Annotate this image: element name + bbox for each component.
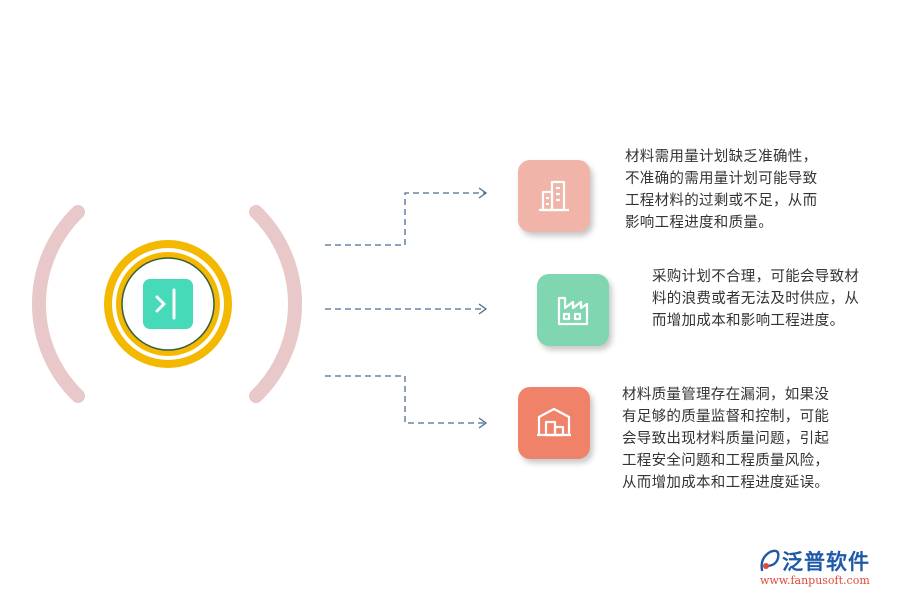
connector-bottom-arrow xyxy=(478,417,488,429)
item-2-line-1: 采购计划不合理，可能会导致材 xyxy=(652,269,860,285)
building-icon xyxy=(539,180,569,212)
brand-url: www.fanpusoft.com xyxy=(760,574,870,587)
connector-bottom xyxy=(325,375,485,424)
item-2-line-3: 而增加成本和影响工程进度。 xyxy=(652,313,845,329)
item-2-line-2: 料的浪费或者无法及时供应，从 xyxy=(652,291,860,307)
factory-icon xyxy=(557,296,589,326)
item-3-icon-box xyxy=(518,387,590,459)
item-2-description: 采购计划不合理，可能会导致材 料的浪费或者无法及时供应，从 而增加成本和影响工程… xyxy=(652,266,859,332)
item-1-line-3: 工程材料的过剩或不足，从而 xyxy=(625,193,818,209)
warehouse-icon xyxy=(537,407,571,437)
item-1-line-4: 影响工程进度和质量。 xyxy=(625,215,773,231)
brand-name: 泛普软件 xyxy=(782,550,870,574)
left-bracket-arc xyxy=(31,205,85,403)
item-3-line-3: 会导致出现材料质量问题，引起 xyxy=(622,431,830,447)
item-2-icon-box xyxy=(537,274,609,346)
item-3-line-1: 材料质量管理存在漏洞，如果没 xyxy=(622,387,830,403)
item-1-description: 材料需用量计划缺乏准确性， 不准确的需用量计划可能导致 工程材料的过剩或不足，从… xyxy=(625,146,817,234)
item-1-line-2: 不准确的需用量计划可能导致 xyxy=(625,171,818,187)
item-1-line-1: 材料需用量计划缺乏准确性， xyxy=(625,149,818,165)
right-bracket-arc xyxy=(249,205,303,403)
item-3-line-5: 从而增加成本和工程进度延误。 xyxy=(622,475,830,491)
connector-top-arrow xyxy=(478,187,488,199)
collapse-panel-icon xyxy=(143,279,193,329)
fanpu-logo-icon xyxy=(760,549,780,572)
item-3-line-2: 有足够的质量监督和控制，可能 xyxy=(622,409,830,425)
connector-top xyxy=(325,192,485,246)
item-3-line-4: 工程安全问题和工程质量风险， xyxy=(622,453,830,469)
brand-watermark: 泛普软件 www.fanpusoft.com xyxy=(758,546,888,590)
item-1-icon-box xyxy=(518,160,590,232)
item-3-description: 材料质量管理存在漏洞，如果没 有足够的质量监督和控制，可能 会导致出现材料质量问… xyxy=(622,384,829,494)
connector-middle-arrow xyxy=(478,303,488,315)
